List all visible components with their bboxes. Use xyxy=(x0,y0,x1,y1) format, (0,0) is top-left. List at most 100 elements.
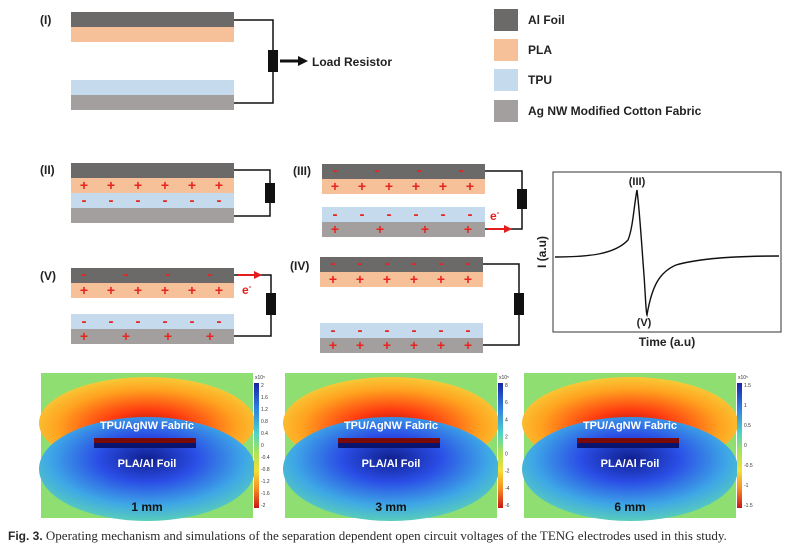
tpu-layer xyxy=(71,80,234,95)
negative-charge-sign: - xyxy=(358,255,363,272)
colorbar-tick-label: 2 xyxy=(261,383,264,389)
load-resistor-symbol xyxy=(265,183,275,203)
stage-3-label: (III) xyxy=(293,164,311,178)
pla-charges-row: ++++++ xyxy=(329,271,472,287)
positive-charge-sign: + xyxy=(410,337,418,353)
tpu-charges-row: ------ xyxy=(82,192,222,209)
positive-charge-sign: + xyxy=(215,177,223,193)
stage-4-diagram: (IV) ------ ++++++ ------ ++++++ xyxy=(290,255,524,353)
legend-label-tpu: TPU xyxy=(528,73,552,87)
colorbar-tick-label: 0 xyxy=(744,443,747,449)
colorbar-tick-label: -2 xyxy=(261,503,266,509)
negative-charge-sign: - xyxy=(208,266,213,283)
trough-label: (V) xyxy=(637,317,652,329)
colorbar-ticks: 1.510.50-0.5-1-1.5 xyxy=(744,383,753,509)
negative-charge-sign: - xyxy=(136,192,141,209)
simulation-panel-1mm: TPU/AgNW Fabric PLA/Al Foil 1 mm x10⁵ 21… xyxy=(39,373,270,521)
positive-charge-sign: + xyxy=(421,221,429,237)
simulation-panel-3mm: TPU/AgNW Fabric PLA/Al Foil 3 mm x10⁵ 86… xyxy=(283,373,510,521)
al-electrode-strip xyxy=(577,443,679,448)
fabric-layer xyxy=(71,95,234,110)
negative-charge-sign: - xyxy=(385,255,390,272)
circuit-wire xyxy=(234,19,274,104)
negative-charge-sign: - xyxy=(217,192,222,209)
fabric-electrode-strip xyxy=(577,438,679,443)
fabric-layer xyxy=(71,329,234,344)
colorbar-tick-label: 1.5 xyxy=(744,383,751,389)
fabric-electrode-strip xyxy=(338,438,440,443)
stage-5-label: (V) xyxy=(40,269,56,283)
top-material-label: TPU/AgNW Fabric xyxy=(583,420,677,432)
positive-charge-sign: + xyxy=(188,282,196,298)
pla-layer xyxy=(71,27,234,42)
load-resistor-symbol xyxy=(514,293,524,315)
colorbar-tick-label: -2 xyxy=(505,469,510,475)
negative-charge-sign: - xyxy=(82,313,87,330)
y-axis-label: I (a.u) xyxy=(535,236,549,268)
positive-charge-sign: + xyxy=(206,328,214,344)
negative-charge-sign: - xyxy=(124,266,129,283)
tpu-layer xyxy=(322,207,485,222)
positive-charge-sign: + xyxy=(329,271,337,287)
simulation-panel-6mm: TPU/AgNW Fabric PLA/Al Foil 6 mm x10⁵ 1.… xyxy=(522,373,753,521)
negative-charge-sign: - xyxy=(82,266,87,283)
positive-charge-sign: + xyxy=(331,221,339,237)
positive-charge-sign: + xyxy=(215,282,223,298)
negative-charge-sign: - xyxy=(439,322,444,339)
field-negative-lobe xyxy=(39,417,255,521)
colorbar xyxy=(254,383,259,508)
load-resistor-label: Load Resistor xyxy=(312,55,392,69)
al-foil-charges-row: ---- xyxy=(82,266,213,283)
negative-charge-sign: - xyxy=(358,322,363,339)
tpu-charges-row: ------ xyxy=(82,313,222,330)
current-time-plot: (III) (V) Time (a.u) I (a.u) xyxy=(535,171,782,349)
electron-label: e- xyxy=(242,282,252,297)
colorbar-tick-label: -0.8 xyxy=(261,467,270,473)
negative-charge-sign: - xyxy=(190,313,195,330)
negative-charge-sign: - xyxy=(375,162,380,179)
negative-charge-sign: - xyxy=(331,322,336,339)
negative-charge-sign: - xyxy=(82,192,87,209)
stage-5-diagram: (V) ---- ++++++ ------ ++++ e- xyxy=(40,266,276,344)
stage-2-label: (II) xyxy=(40,163,55,177)
load-arrow-head-icon xyxy=(298,56,308,66)
negative-charge-sign: - xyxy=(459,162,464,179)
tpu-layer xyxy=(71,193,234,208)
positive-charge-sign: + xyxy=(383,337,391,353)
colorbar-ticks: 21.61.20.80.40-0.4-0.8-1.2-1.6-2 xyxy=(261,383,270,509)
electron-label: e- xyxy=(490,208,500,223)
fabric-charges-row: ++++++ xyxy=(329,337,472,353)
colorbar-tick-label: -0.5 xyxy=(744,463,753,469)
pla-charges-row: ++++++ xyxy=(80,282,223,298)
negative-charge-sign: - xyxy=(412,255,417,272)
pla-charges-row: ++++++ xyxy=(331,178,474,194)
negative-charge-sign: - xyxy=(441,206,446,223)
positive-charge-sign: + xyxy=(164,328,172,344)
colorbar-tick-label: -1 xyxy=(744,483,749,489)
current-curve xyxy=(554,189,780,318)
negative-charge-sign: - xyxy=(439,255,444,272)
positive-charge-sign: + xyxy=(376,221,384,237)
tpu-layer xyxy=(71,314,234,329)
positive-charge-sign: + xyxy=(107,177,115,193)
negative-charge-sign: - xyxy=(387,206,392,223)
colorbar-tick-label: 0.8 xyxy=(261,419,268,425)
fabric-charges-row: ++++ xyxy=(331,221,472,237)
colorbar-tick-label: 8 xyxy=(505,383,508,389)
positive-charge-sign: + xyxy=(107,282,115,298)
colorbar-tick-label: 0 xyxy=(505,452,508,458)
colorbar-tick-label: -6 xyxy=(505,503,510,509)
stage-1-diagram: (I) Load Resistor xyxy=(40,12,392,110)
positive-charge-sign: + xyxy=(80,328,88,344)
gap-label: 1 mm xyxy=(131,500,162,514)
pla-charges-row: ++++++ xyxy=(80,177,223,193)
positive-charge-sign: + xyxy=(412,178,420,194)
fabric-layer xyxy=(322,222,485,237)
colorbar-tick-label: 1 xyxy=(744,403,747,409)
pla-layer xyxy=(71,178,234,193)
bottom-material-label: PLA/Al Foil xyxy=(118,458,177,470)
colorbar-tick-label: -0.4 xyxy=(261,455,270,461)
negative-charge-sign: - xyxy=(468,206,473,223)
legend-label-pla: PLA xyxy=(528,43,552,57)
